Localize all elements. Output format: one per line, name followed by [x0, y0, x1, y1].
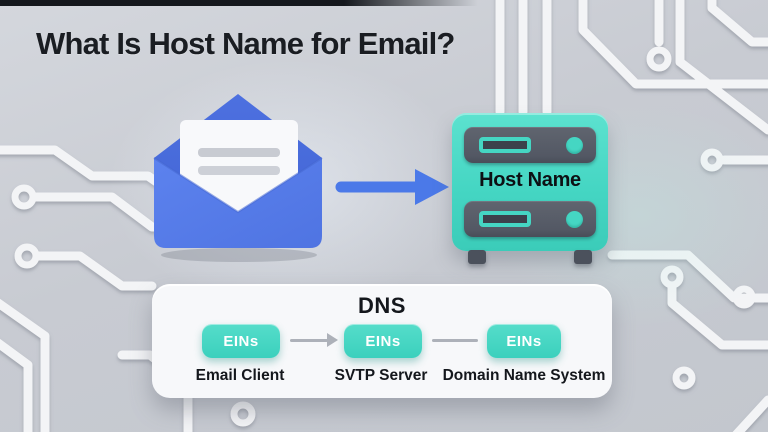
dns-node-badge-text: EINs	[506, 332, 542, 350]
server-led-icon	[566, 137, 583, 154]
server-bay	[464, 127, 596, 163]
server-led-icon	[566, 211, 583, 228]
email-envelope-icon	[150, 90, 328, 262]
drive-slot-icon	[479, 137, 531, 153]
flow-arrow-icon	[335, 164, 453, 210]
dns-node-badge-email-client: EINs	[202, 324, 280, 358]
dns-panel: DNS EINs EINs EINs Email Client SVTP Ser…	[152, 284, 612, 398]
drive-slot-icon	[479, 211, 531, 227]
line-connector	[432, 339, 478, 342]
dns-node-badge-dns: EINs	[487, 324, 561, 358]
page-title: What Is Host Name for Email?	[36, 26, 455, 61]
dns-panel-title: DNS	[358, 293, 406, 318]
dns-node-badge-text: EINs	[223, 332, 259, 350]
arrow-connector-icon	[290, 333, 338, 347]
server-leg	[468, 250, 486, 264]
dns-node-badge-text: EINs	[365, 332, 401, 350]
server-label: Host Name	[479, 169, 581, 191]
top-edge-bar	[0, 0, 478, 6]
dns-node-label: Email Client	[195, 367, 285, 384]
dns-node-badge-smtp-server: EINs	[344, 324, 422, 358]
server-leg	[574, 250, 592, 264]
server-icon: Host Name	[452, 113, 608, 264]
dns-node-label: Domain Name System	[442, 367, 606, 384]
server-bay	[464, 201, 596, 237]
envelope-graphic	[153, 94, 323, 262]
dns-node-label: SVTP Server	[334, 367, 428, 384]
